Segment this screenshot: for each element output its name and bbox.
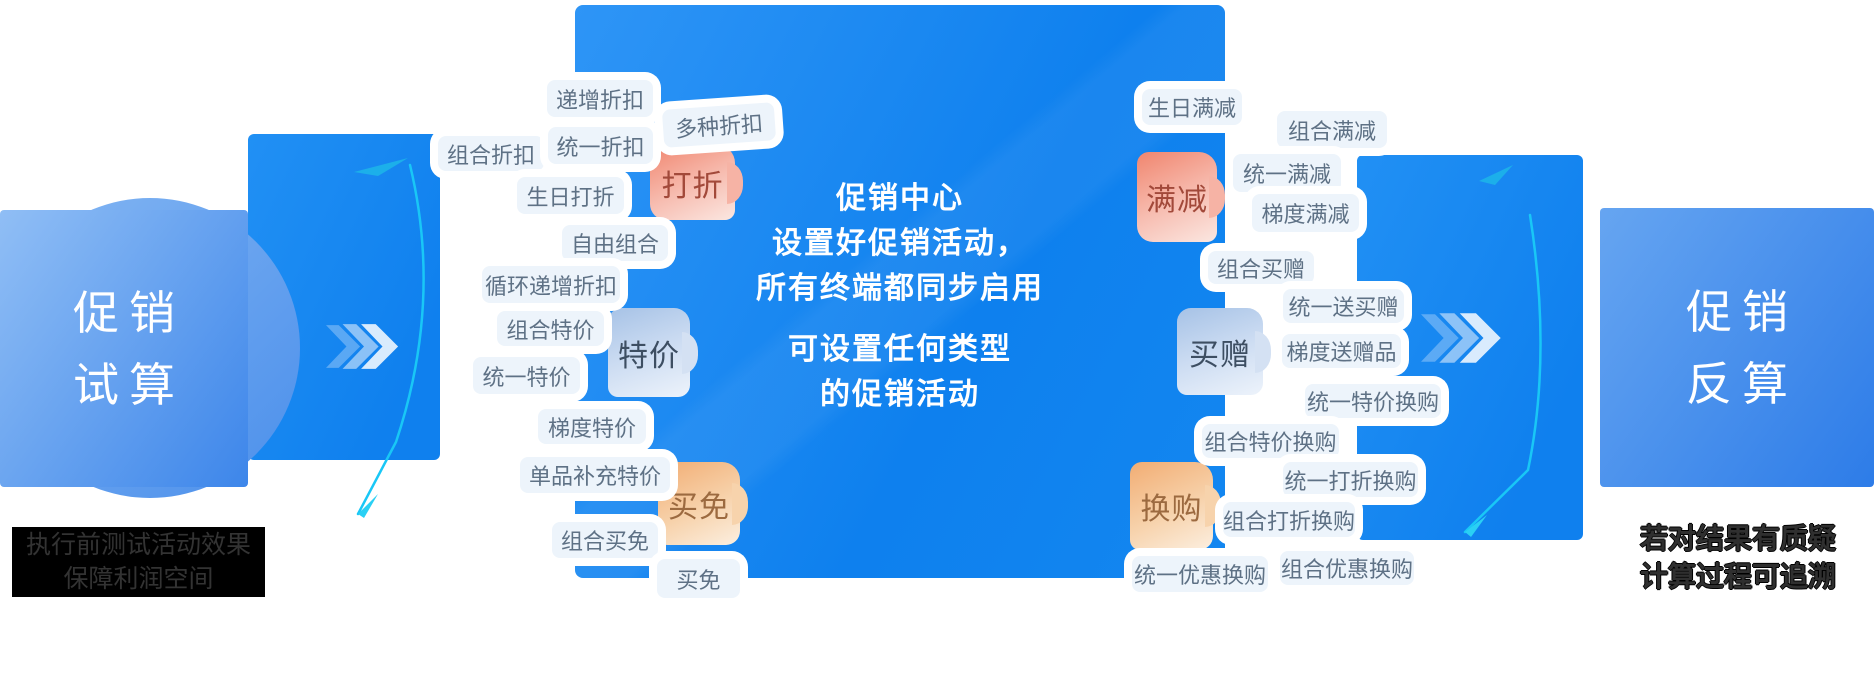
promo-type-tag: 组合买赠: [1208, 251, 1314, 284]
promo-type-tag: 生日打折: [517, 177, 624, 214]
node-trade-in: 换购: [1130, 462, 1213, 550]
promo-center-text-line: 的促销活动: [820, 378, 980, 411]
promo-type-tag: 组合买免: [552, 522, 658, 558]
promo-type-tag: 组合满减: [1277, 111, 1387, 148]
promo-type-tag: 多种折扣: [661, 102, 777, 148]
promo-type-tag: 组合打折换购: [1223, 502, 1355, 537]
promo-type-tag: 组合特价: [497, 311, 604, 346]
left-caption-line1: 执行前测试活动效果: [25, 531, 251, 559]
promo-type-tag: 统一优惠换购: [1132, 556, 1268, 592]
promo-type-tag: 统一特价换购: [1305, 384, 1441, 418]
left-caption: 执行前测试活动效果 保障利润空间: [12, 527, 265, 597]
promo-center-text-line: 促销中心: [836, 182, 964, 215]
right-caption-line2: 计算过程可追溯: [1639, 561, 1836, 592]
node-full-reduction: 满减: [1137, 152, 1217, 242]
chevrons-right-icon: [326, 324, 399, 369]
right-caption-line1: 若对结果有质疑: [1639, 523, 1836, 554]
promo-reverse-card: 促销 反算: [1600, 208, 1874, 487]
promo-center-text-line: 所有终端都同步启用: [756, 272, 1044, 305]
node-buy-free: 买免: [658, 462, 740, 545]
cyan-curve-accent: [1463, 165, 1542, 537]
promo-type-tag: 组合优惠换购: [1280, 551, 1414, 585]
promo-type-tag: 统一特价: [473, 357, 580, 394]
chevrons-right-icon: [1421, 313, 1501, 363]
promo-type-tag: 统一送买赠: [1283, 289, 1404, 323]
promo-reverse-title-line2: 反算: [1686, 357, 1798, 410]
promo-type-tag: 循环递增折扣: [482, 266, 620, 303]
promo-type-tag: 组合折扣: [438, 136, 544, 171]
node-special-price: 特价: [608, 308, 690, 397]
promo-center-text: 促销中心 设置好促销活动， 所有终端都同步启用 可设置任何类型 的促销活动: [575, 176, 1225, 417]
promo-type-tag: 单品补充特价: [520, 457, 670, 493]
promo-type-tag: 统一打折换购: [1283, 462, 1418, 497]
promo-type-tag: 买免: [657, 559, 740, 598]
promo-type-tag: 梯度满减: [1252, 194, 1359, 232]
promo-type-tag: 自由组合: [562, 225, 668, 261]
right-caption: 若对结果有质疑 计算过程可追溯: [1604, 520, 1872, 596]
promo-reverse-title-line1: 促销: [1686, 285, 1798, 338]
promo-type-tag: 梯度送赠品: [1282, 334, 1401, 368]
promo-type-tag: 梯度特价: [538, 409, 646, 444]
promo-type-tag: 统一折扣: [548, 127, 653, 164]
promo-type-tag: 递增折扣: [547, 80, 653, 117]
promo-trial-title-line2: 试算: [73, 358, 185, 411]
promo-type-tag: 生日满减: [1142, 89, 1242, 125]
promo-type-tag: 组合特价换购: [1202, 424, 1339, 458]
promo-trial-card: 促销 试算: [0, 210, 248, 487]
node-buy-gift: 买赠: [1177, 308, 1263, 395]
promo-type-tag: 统一满减: [1233, 154, 1341, 192]
promo-center-text-line: 设置好促销活动，: [772, 227, 1028, 260]
left-caption-line2: 保障利润空间: [63, 565, 214, 593]
promo-trial-title-line1: 促销: [73, 286, 185, 339]
cyan-curve-accent: [354, 158, 425, 518]
node-discount: 打折: [650, 145, 735, 220]
promo-center-text-line: 可设置任何类型: [788, 333, 1012, 366]
